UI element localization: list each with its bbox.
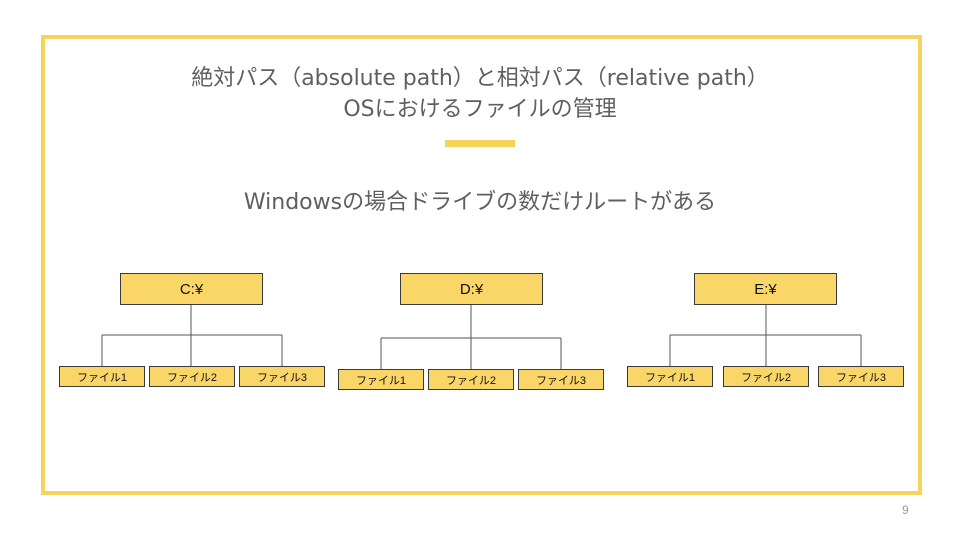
drive-e-file-2: ファイル2 <box>723 366 809 387</box>
page-number: 9 <box>902 503 909 517</box>
drive-c-file-1: ファイル1 <box>59 366 145 387</box>
drive-e-file-3: ファイル3 <box>818 366 904 387</box>
title-accent-bar <box>445 140 515 147</box>
slide-frame <box>41 35 922 495</box>
drive-d-file-3: ファイル3 <box>518 369 604 390</box>
drive-c-root: C:¥ <box>120 273 263 305</box>
drive-d-file-2: ファイル2 <box>428 369 514 390</box>
slide-title-line1: 絶対パス（absolute path）と相対パス（relative path） <box>191 66 769 91</box>
drive-e-root: E:¥ <box>694 273 837 305</box>
drive-d-file-1: ファイル1 <box>338 369 424 390</box>
drive-c-file-2: ファイル2 <box>149 366 235 387</box>
drive-d-root: D:¥ <box>400 273 543 305</box>
drive-e-file-1: ファイル1 <box>627 366 713 387</box>
drive-c-file-3: ファイル3 <box>239 366 325 387</box>
slide-subtitle: Windowsの場合ドライブの数だけルートがある <box>243 190 717 215</box>
slide-title-line2: OSにおけるファイルの管理 <box>343 97 617 122</box>
